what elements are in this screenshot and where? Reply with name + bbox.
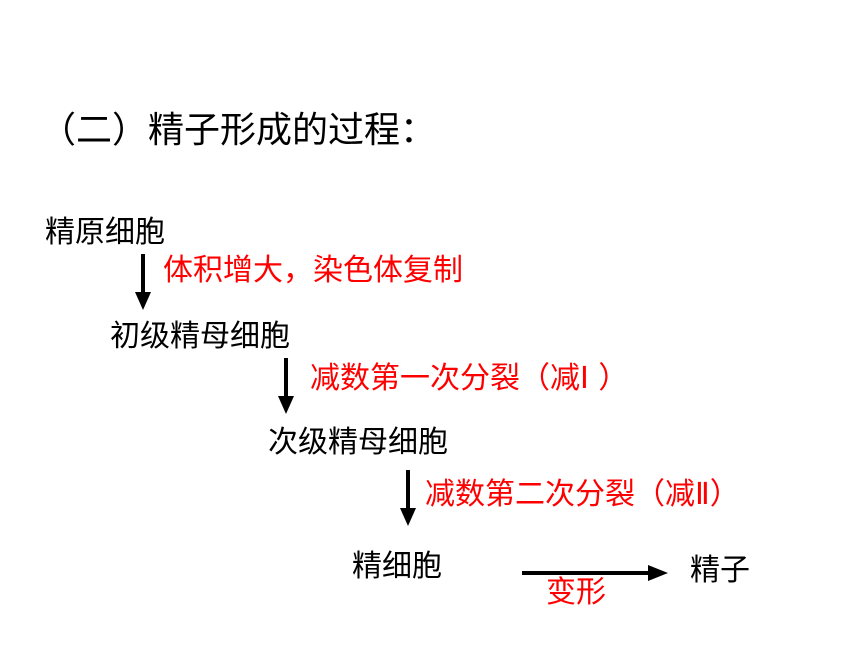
- stage-sperm: 精子: [690, 553, 750, 588]
- process-meiosis-2-label: 减数第二次分裂（减Ⅱ）: [425, 477, 740, 512]
- stage-spermatid: 精细胞: [352, 549, 442, 584]
- down-arrow-2: [278, 358, 294, 414]
- right-arrow: [522, 565, 668, 581]
- process-meiosis-1-label: 减数第一次分裂（减Ⅰ ）: [310, 361, 629, 396]
- down-arrow-3: [400, 470, 416, 526]
- stage-spermatogonium: 精原细胞: [45, 215, 165, 250]
- process-growth-label: 体积增大，染色体复制: [163, 253, 463, 288]
- down-arrow-1: [135, 254, 151, 310]
- stage-primary-spermatocyte: 初级精母细胞: [110, 319, 290, 354]
- process-transformation-label: 变形: [546, 575, 606, 610]
- slide-title: （二）精子形成的过程：: [40, 110, 437, 151]
- stage-secondary-spermatocyte: 次级精母细胞: [268, 425, 448, 460]
